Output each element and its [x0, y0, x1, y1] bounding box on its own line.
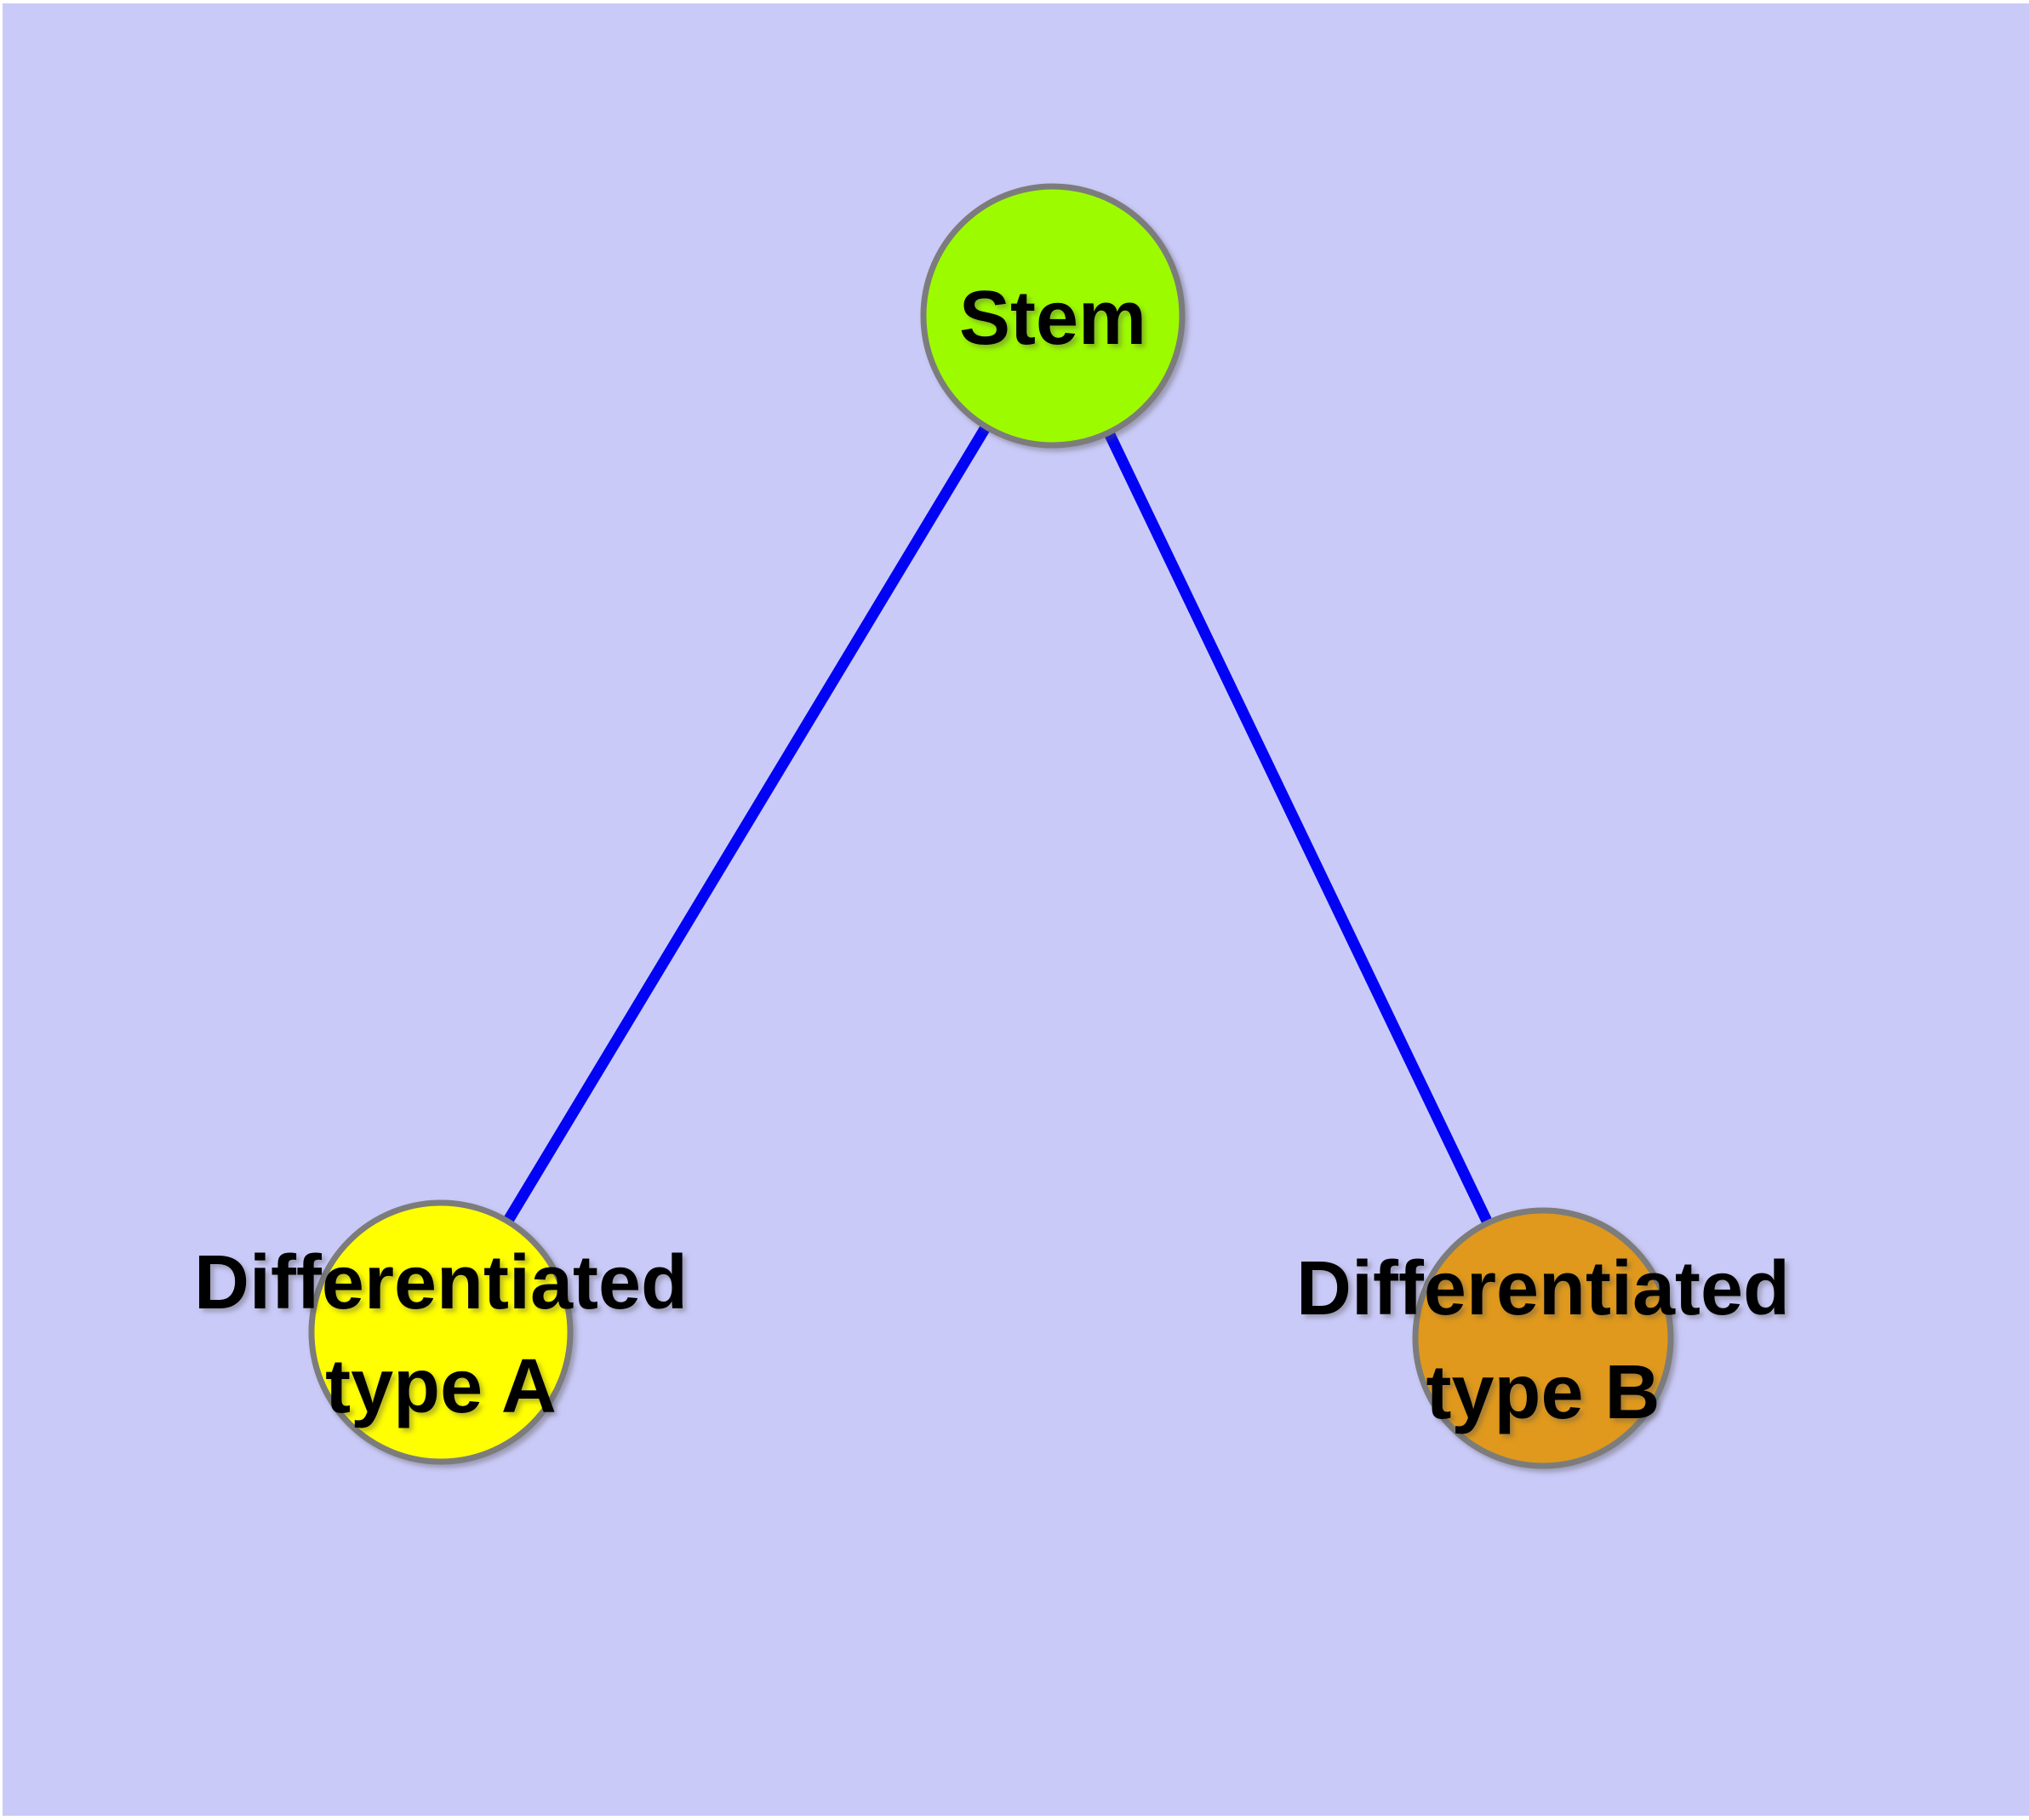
node-label-stem: Stem: [959, 276, 1146, 361]
node-stem: [920, 183, 1186, 449]
node-differentiated-type-a: [308, 1199, 574, 1465]
edge-stem-to-differentiated-type-a: [436, 312, 1058, 1336]
node-differentiated-type-b: [1412, 1207, 1674, 1469]
edge-stem-to-differentiated-type-b: [1048, 313, 1548, 1341]
